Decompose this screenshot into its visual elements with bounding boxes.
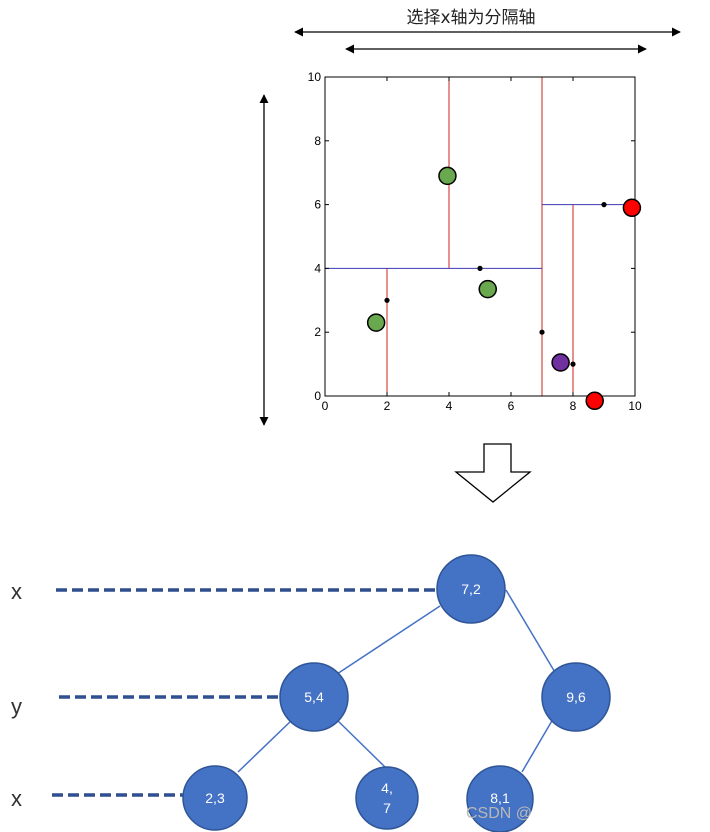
split-lines <box>325 77 635 396</box>
tree-node-4-7: 4, 7 <box>355 766 419 830</box>
y-tick-label: 10 <box>308 70 322 84</box>
edge-96-81 <box>521 718 554 773</box>
tree-edges <box>237 589 557 773</box>
marker-circle <box>478 279 497 299</box>
level-label-0: x <box>11 579 22 604</box>
y-tick-label: 4 <box>314 261 321 275</box>
data-point <box>539 329 545 335</box>
tree-node-2-3: 2,3 <box>182 765 248 831</box>
node-label: 7 <box>383 800 391 816</box>
watermark: CSDN @ <box>466 805 532 822</box>
node-label: 5,4 <box>304 689 324 705</box>
y-tick-label: 2 <box>314 325 321 339</box>
x-tick-label: 6 <box>508 399 515 413</box>
plot-frame <box>324 76 636 397</box>
data-point <box>384 297 390 303</box>
edge-72-96 <box>505 589 557 675</box>
axis-ticks: 0 2 4 6 8 10 0 2 4 6 8 10 <box>308 70 642 413</box>
down-arrow-icon <box>454 443 532 503</box>
y-tick-label: 0 <box>314 389 321 403</box>
edge-72-54 <box>336 605 441 675</box>
marker-circle <box>438 166 457 186</box>
marker-circle <box>551 353 570 372</box>
marker-circle <box>366 313 386 332</box>
edge-54-47 <box>335 718 386 768</box>
x-tick-label: 0 <box>322 399 329 413</box>
tree-node-9-6: 9,6 <box>541 662 611 732</box>
marker-circle <box>622 198 642 218</box>
tree-node-7-2: 7,2 <box>436 554 506 624</box>
data-point <box>477 265 483 271</box>
y-tick-label: 8 <box>314 134 321 148</box>
markers <box>366 166 642 411</box>
edge-54-23 <box>237 718 294 773</box>
level-label-1: y <box>11 694 22 719</box>
partition-plot: 0 2 4 6 8 10 0 2 4 6 8 10 <box>308 70 642 413</box>
marker-circle <box>585 391 604 411</box>
node-label: 4, <box>381 780 393 796</box>
x-tick-label: 2 <box>384 399 391 413</box>
y-tick-label: 6 <box>314 198 321 212</box>
node-label: 8,1 <box>490 790 510 806</box>
data-point <box>570 361 576 367</box>
x-tick-label: 8 <box>570 399 577 413</box>
data-points <box>384 202 607 367</box>
tree-node-5-4: 5,4 <box>279 662 349 732</box>
node-label: 9,6 <box>566 689 586 705</box>
node-label: 2,3 <box>205 790 225 806</box>
node-label: 7,2 <box>461 581 481 597</box>
x-tick-label: 4 <box>446 399 453 413</box>
split-axis-title: 选择x轴为分隔轴 <box>406 8 535 28</box>
tree-node-8-1: 8,1 <box>466 765 534 832</box>
level-label-2: x <box>11 786 22 811</box>
x-tick-label: 10 <box>628 399 642 413</box>
tree-nodes: 7,2 5,4 9,6 2,3 4, 7 8,1 <box>182 554 611 832</box>
data-point <box>601 202 607 208</box>
